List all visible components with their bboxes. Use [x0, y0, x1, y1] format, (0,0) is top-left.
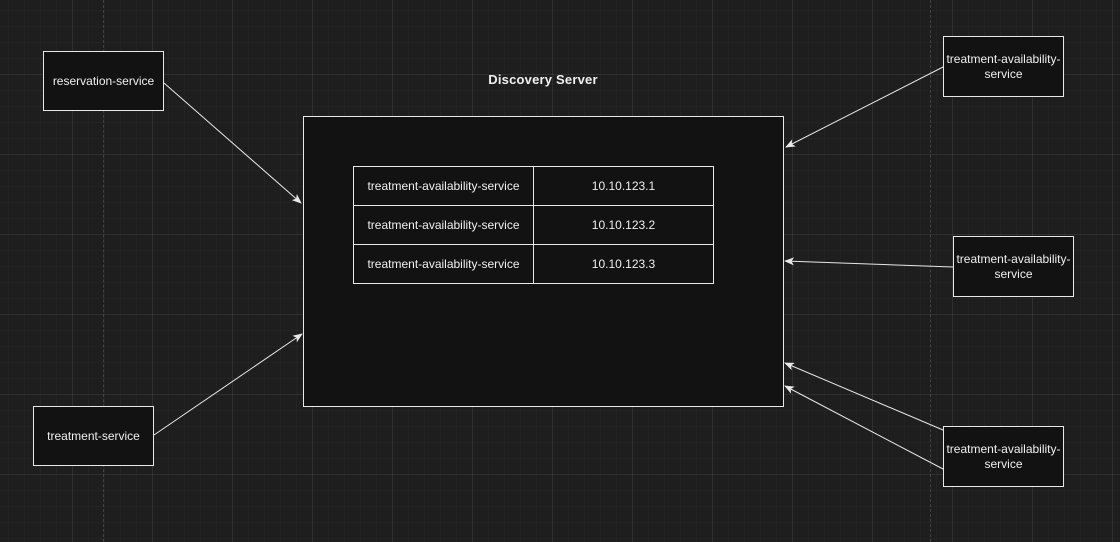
arrow-instance-bottom-to-server-upper[interactable] — [784, 362, 944, 431]
treatment-service-box[interactable]: treatment-service — [33, 406, 154, 466]
instance-box-middle[interactable]: treatment-availability- service — [953, 236, 1074, 297]
registry-service-cell[interactable]: treatment-availability-service — [353, 166, 534, 206]
registry-ip-cell[interactable]: 10.10.123.3 — [533, 244, 714, 284]
instance-label-line2: service — [984, 66, 1023, 81]
instance-label-line2: service — [984, 456, 1023, 471]
instance-box-top[interactable]: treatment-availability- service — [943, 36, 1064, 97]
reservation-service-label: reservation-service — [52, 73, 155, 88]
instance-label-line1: treatment-availability- — [956, 251, 1071, 266]
instance-label-line2: service — [994, 266, 1033, 281]
instance-label-line1: treatment-availability- — [946, 441, 1061, 456]
instance-label-line1: treatment-availability- — [946, 51, 1061, 66]
treatment-service-label: treatment-service — [47, 428, 140, 443]
arrow-reservation-to-server[interactable] — [163, 82, 302, 204]
page-break-guide-right — [930, 0, 931, 542]
discovery-server-title: Discovery Server — [488, 72, 598, 87]
instance-box-bottom[interactable]: treatment-availability- service — [943, 426, 1064, 487]
discovery-server-box[interactable]: treatment-availability-service 10.10.123… — [303, 116, 784, 407]
arrow-instance-top-to-server[interactable] — [785, 66, 944, 148]
instance-label: treatment-availability- service — [956, 252, 1070, 282]
instance-label: treatment-availability- service — [946, 442, 1060, 472]
registry-row: treatment-availability-service 10.10.123… — [353, 166, 714, 206]
registry-service-cell[interactable]: treatment-availability-service — [353, 205, 534, 245]
instance-label: treatment-availability- service — [946, 52, 1060, 82]
reservation-service-box[interactable]: reservation-service — [43, 51, 164, 111]
registry-row: treatment-availability-service 10.10.123… — [353, 205, 714, 245]
registry-ip-cell[interactable]: 10.10.123.2 — [533, 205, 714, 245]
registry-row: treatment-availability-service 10.10.123… — [353, 244, 714, 284]
arrow-treatment-to-server[interactable] — [153, 333, 303, 436]
page-break-guide-left — [103, 0, 104, 542]
arrow-instance-bottom-to-server-lower[interactable] — [784, 385, 944, 470]
registry-service-cell[interactable]: treatment-availability-service — [353, 244, 534, 284]
service-registry-table: treatment-availability-service 10.10.123… — [353, 166, 714, 284]
arrow-instance-middle-to-server[interactable] — [784, 257, 954, 268]
registry-ip-cell[interactable]: 10.10.123.1 — [533, 166, 714, 206]
